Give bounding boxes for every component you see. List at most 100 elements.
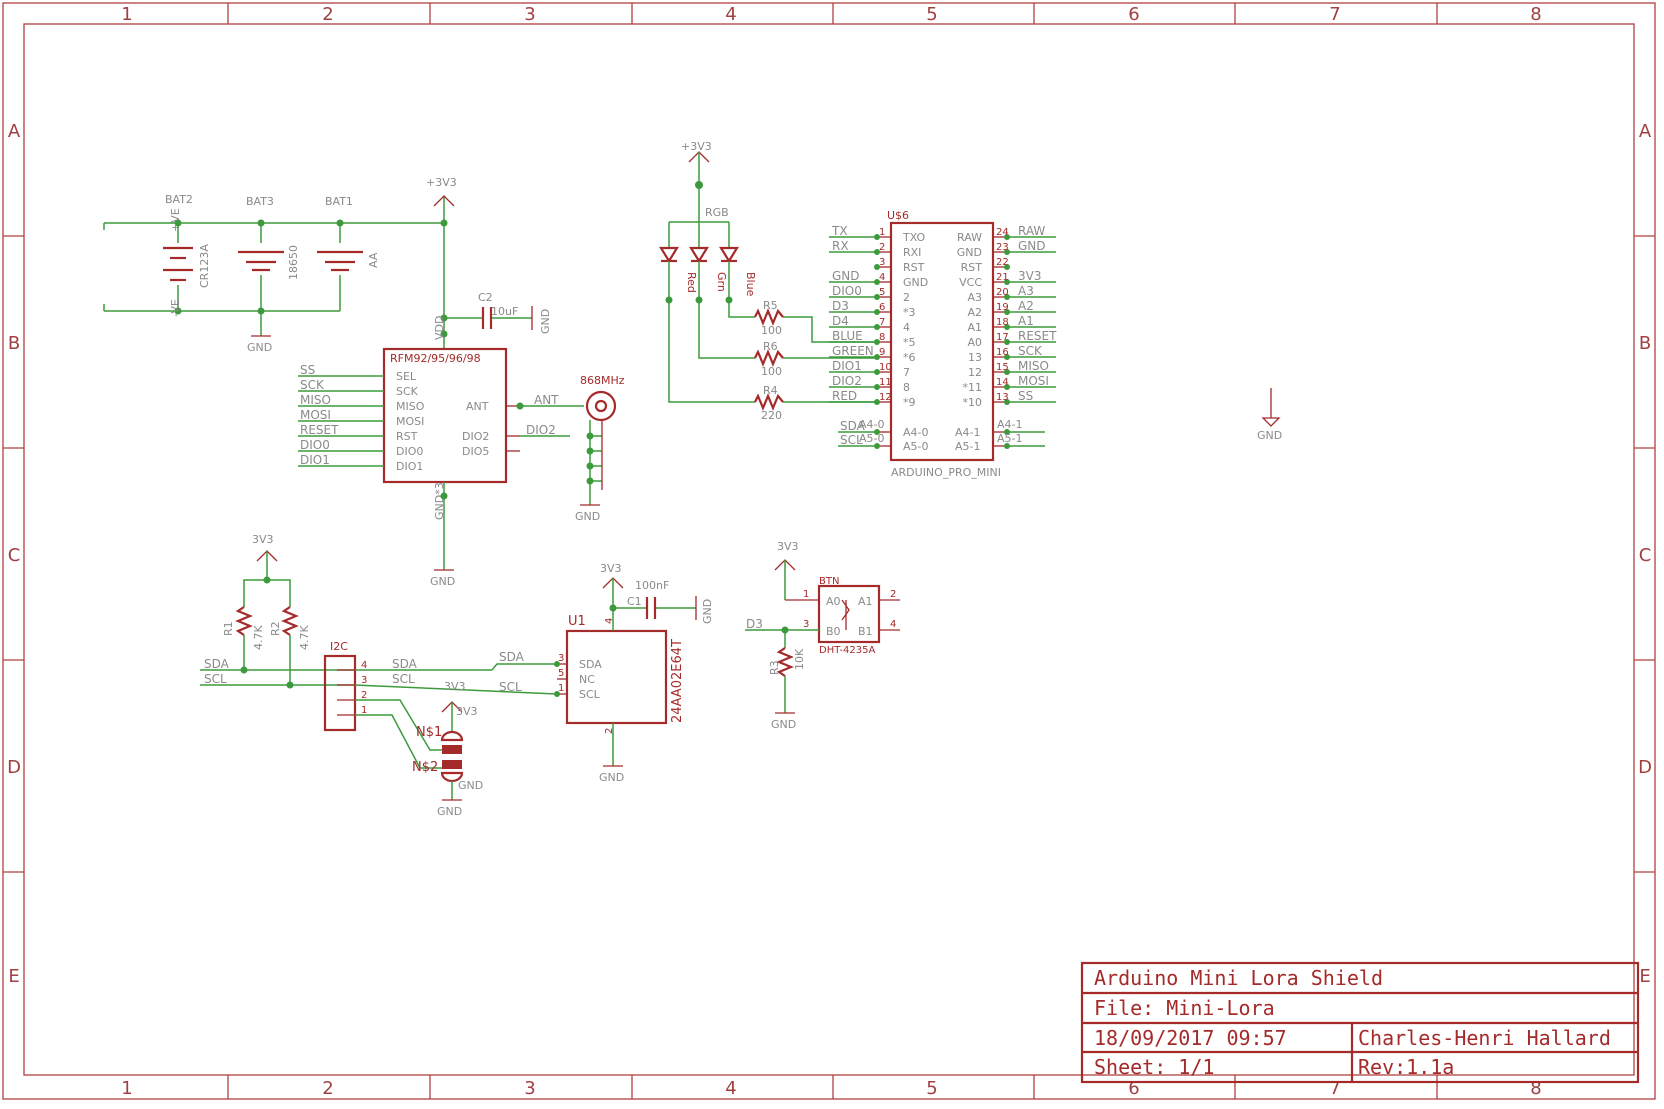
rfm-pin-label: MOSI (396, 415, 424, 428)
u1-pin-num: 1 (558, 683, 564, 694)
frame-col-label: 6 (1128, 4, 1139, 25)
u1-part-label: 24AA02E64T (670, 639, 685, 723)
solder-jumper-ns2 (440, 760, 464, 783)
rfm-pin-label: ANT (466, 400, 489, 413)
gnd-symbol: GND (1257, 388, 1282, 442)
arduino-right-net-label: A2 (1018, 299, 1034, 313)
push-button: 3V3 BTN DHT-4235A A0 A1 B0 B1 1 2 3 4 D3… (745, 540, 900, 731)
arduino-right-net-label: RESET (1018, 329, 1057, 343)
gnd-symbol-label: GND (1257, 429, 1282, 442)
r4-label: R4 (763, 384, 778, 397)
arduino-inner-pin-label: GND (957, 246, 982, 259)
title-block-file: File: Mini-Lora (1094, 996, 1275, 1020)
rfm-net-label: DIO0 (300, 438, 330, 452)
arduino-inner-pin-label: VCC (959, 276, 982, 289)
arduino-left-net-label: BLUE (832, 329, 863, 343)
rfm-pin-label: DIO0 (396, 445, 423, 458)
c1-value: 100nF (635, 579, 669, 592)
bat3-type-label: 18650 (287, 245, 300, 280)
u1-pin-label: SDA (579, 658, 602, 671)
arduino-inner-pin-label: *3 (903, 306, 916, 319)
arduino-model-label: ARDUINO_PRO_MINI (891, 466, 1001, 479)
arduino-pin-num: 10 (879, 362, 892, 373)
ns-3v3-label: 3V3 (444, 680, 466, 693)
arduino-right-net-label: RAW (1018, 224, 1045, 238)
r2-label: R2 (269, 621, 282, 636)
antenna-gnd-label: GND (575, 510, 600, 523)
btn-part-label: DHT-4235A (819, 645, 875, 656)
frame-col-label: 8 (1530, 1078, 1541, 1099)
arduino-pin-num: 21 (996, 272, 1009, 283)
btn-d3-net: D3 (746, 617, 763, 631)
btn-name-label: BTN (819, 576, 839, 587)
bat3-label: BAT3 (246, 195, 274, 208)
arduino-inner-pin-label: 12 (968, 366, 982, 379)
rfm-ant-net: ANT (534, 393, 559, 407)
u1-pin-num: 5 (558, 668, 564, 679)
arduino-inner-pin-label: A3 (967, 291, 982, 304)
power-3v3-label: +3V3 (426, 176, 457, 189)
arduino-pin-num: 23 (996, 242, 1009, 253)
frame-row-label: B (8, 333, 20, 354)
i2c-scl-net: SCL (204, 672, 227, 686)
arduino-left-net-label: D4 (832, 314, 849, 328)
antenna-freq-label: 868MHz (580, 374, 625, 387)
arduino-inner-pin-label: GND (903, 276, 928, 289)
frame-col-label: 7 (1329, 1078, 1340, 1099)
frame-row-label: B (1639, 333, 1651, 354)
frame-col-label: 4 (725, 1078, 736, 1099)
u1-scl-net: SCL (499, 680, 522, 694)
arduino-pin-num: A4-1 (997, 418, 1023, 431)
arduino-pin-num: 9 (879, 347, 885, 358)
arduino-pin-num: 12 (879, 392, 892, 403)
u1-gnd-label: GND (599, 771, 624, 784)
arduino-right-net-label: MISO (1018, 359, 1049, 373)
rfm-left-pins: SEL SCK MISO MOSI RST DIO0 DIO1 SS SCK M… (298, 363, 425, 473)
arduino-pin-dot (874, 264, 880, 270)
arduino-sda-net: SDA (840, 419, 866, 433)
i2c-pin-num: 3 (361, 675, 367, 686)
rfm-pin-label: RST (396, 430, 418, 443)
frame-col-label: 3 (524, 1078, 535, 1099)
frame-col-label: 1 (121, 1078, 132, 1099)
arduino-pin-num: 24 (996, 227, 1009, 238)
battery-symbol (163, 246, 193, 282)
battery-symbol (238, 250, 284, 272)
i2c-sda-net: SDA (392, 657, 418, 671)
rfm-title: RFM92/95/96/98 (390, 352, 481, 365)
bat1-label: BAT1 (325, 195, 353, 208)
rfm-gnd-label: GND (430, 575, 455, 588)
rfm-pin-label: DIO2 (462, 430, 489, 443)
arduino-scl-net: SCL (840, 433, 863, 447)
frame-col-label: 8 (1530, 4, 1541, 25)
btn-pin-num: 3 (803, 619, 809, 630)
btn-pin-label: A1 (858, 595, 873, 608)
arduino-pin-num: 4 (879, 272, 885, 283)
arduino-inner-pin: A5-1 (955, 440, 981, 453)
title-block-author: Charles-Henri Hallard (1358, 1026, 1611, 1050)
arduino-pin-num: 20 (996, 287, 1009, 298)
c2-gnd-label: GND (539, 309, 552, 334)
frame-row-label: D (1638, 757, 1652, 778)
title-block: Arduino Mini Lora Shield File: Mini-Lora… (1080, 961, 1640, 1084)
arduino-name-label: U$6 (887, 209, 909, 222)
arduino-right-net-label: A1 (1018, 314, 1034, 328)
led-blue-symbol (719, 222, 739, 264)
arduino-left-net-label: DIO1 (832, 359, 862, 373)
u1-3v3-label: 3V3 (600, 562, 622, 575)
arduino-pin-num: 15 (996, 362, 1009, 373)
i2c-sda-net: SDA (204, 657, 230, 671)
arduino-inner-pin-label: RST (961, 261, 983, 274)
rfm-pin-label: SCK (396, 385, 419, 398)
rfm-pin-label: MISO (396, 400, 425, 413)
arduino-inner-pin-label: A1 (967, 321, 982, 334)
bat2-type-label: CR123A (198, 244, 211, 288)
arduino-inner-pin-label: A0 (967, 336, 982, 349)
led-green-symbol (689, 222, 709, 264)
arduino-pin-num: 18 (996, 317, 1009, 328)
r3-value: 10K (793, 648, 806, 670)
arduino-left-net-label: DIO2 (832, 374, 862, 388)
arduino-right-net-label: MOSI (1018, 374, 1049, 388)
